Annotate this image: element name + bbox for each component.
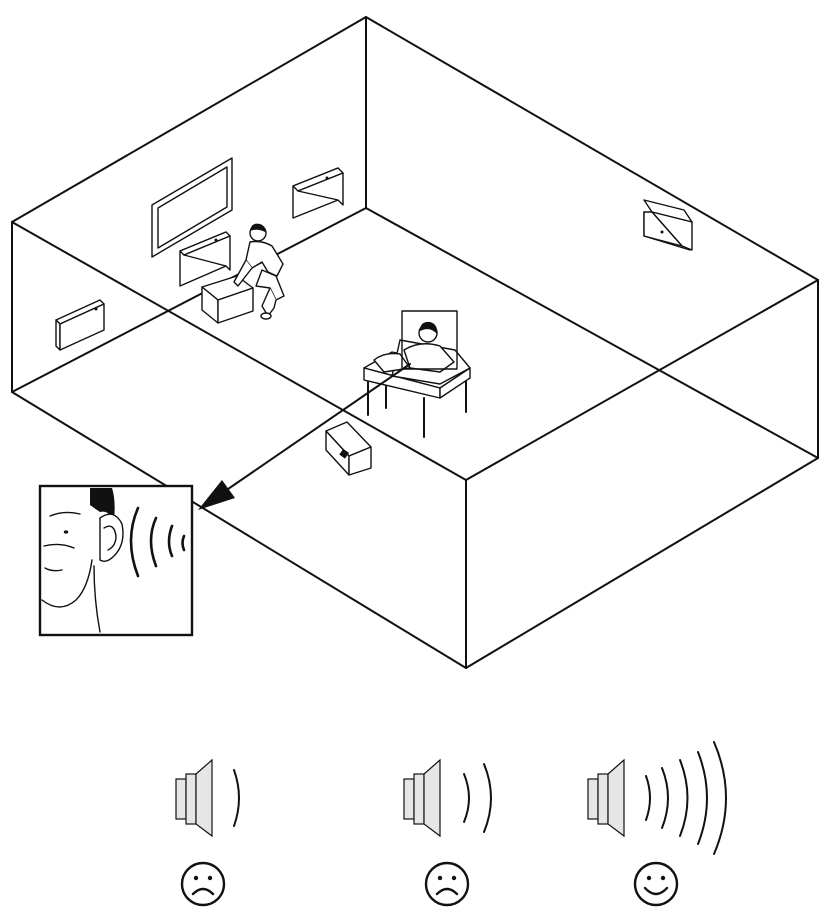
wall-speaker-back-left bbox=[179, 231, 231, 287]
speaker-icon bbox=[403, 758, 441, 838]
sound-wave bbox=[645, 775, 651, 821]
speaker-icon bbox=[175, 758, 213, 838]
sad-face-icon bbox=[180, 861, 226, 907]
sound-wave bbox=[463, 773, 470, 823]
sound-wave bbox=[661, 767, 669, 829]
volume-level-low bbox=[175, 758, 240, 907]
wall-speaker-left bbox=[55, 299, 105, 351]
sound-wave bbox=[483, 763, 492, 833]
sound-wave bbox=[679, 759, 689, 837]
volume-level-medium bbox=[403, 758, 492, 907]
sound-wave bbox=[713, 741, 727, 855]
kneeling-person bbox=[201, 223, 285, 324]
sound-wave bbox=[233, 769, 240, 827]
speaker-icon bbox=[587, 758, 625, 838]
volume-level-high bbox=[587, 741, 727, 907]
sad-face-icon bbox=[424, 861, 470, 907]
wall-speaker-right bbox=[643, 199, 693, 251]
wall-speaker-back-center bbox=[292, 167, 344, 219]
seated-listener bbox=[363, 310, 471, 438]
ear-closeup bbox=[38, 484, 194, 637]
floor-speaker bbox=[325, 421, 372, 476]
room-box bbox=[11, 16, 819, 669]
wall-tv bbox=[151, 157, 233, 258]
sound-wave bbox=[697, 751, 708, 845]
happy-face-icon bbox=[633, 861, 679, 907]
sound-pointer-arrow bbox=[198, 363, 411, 510]
